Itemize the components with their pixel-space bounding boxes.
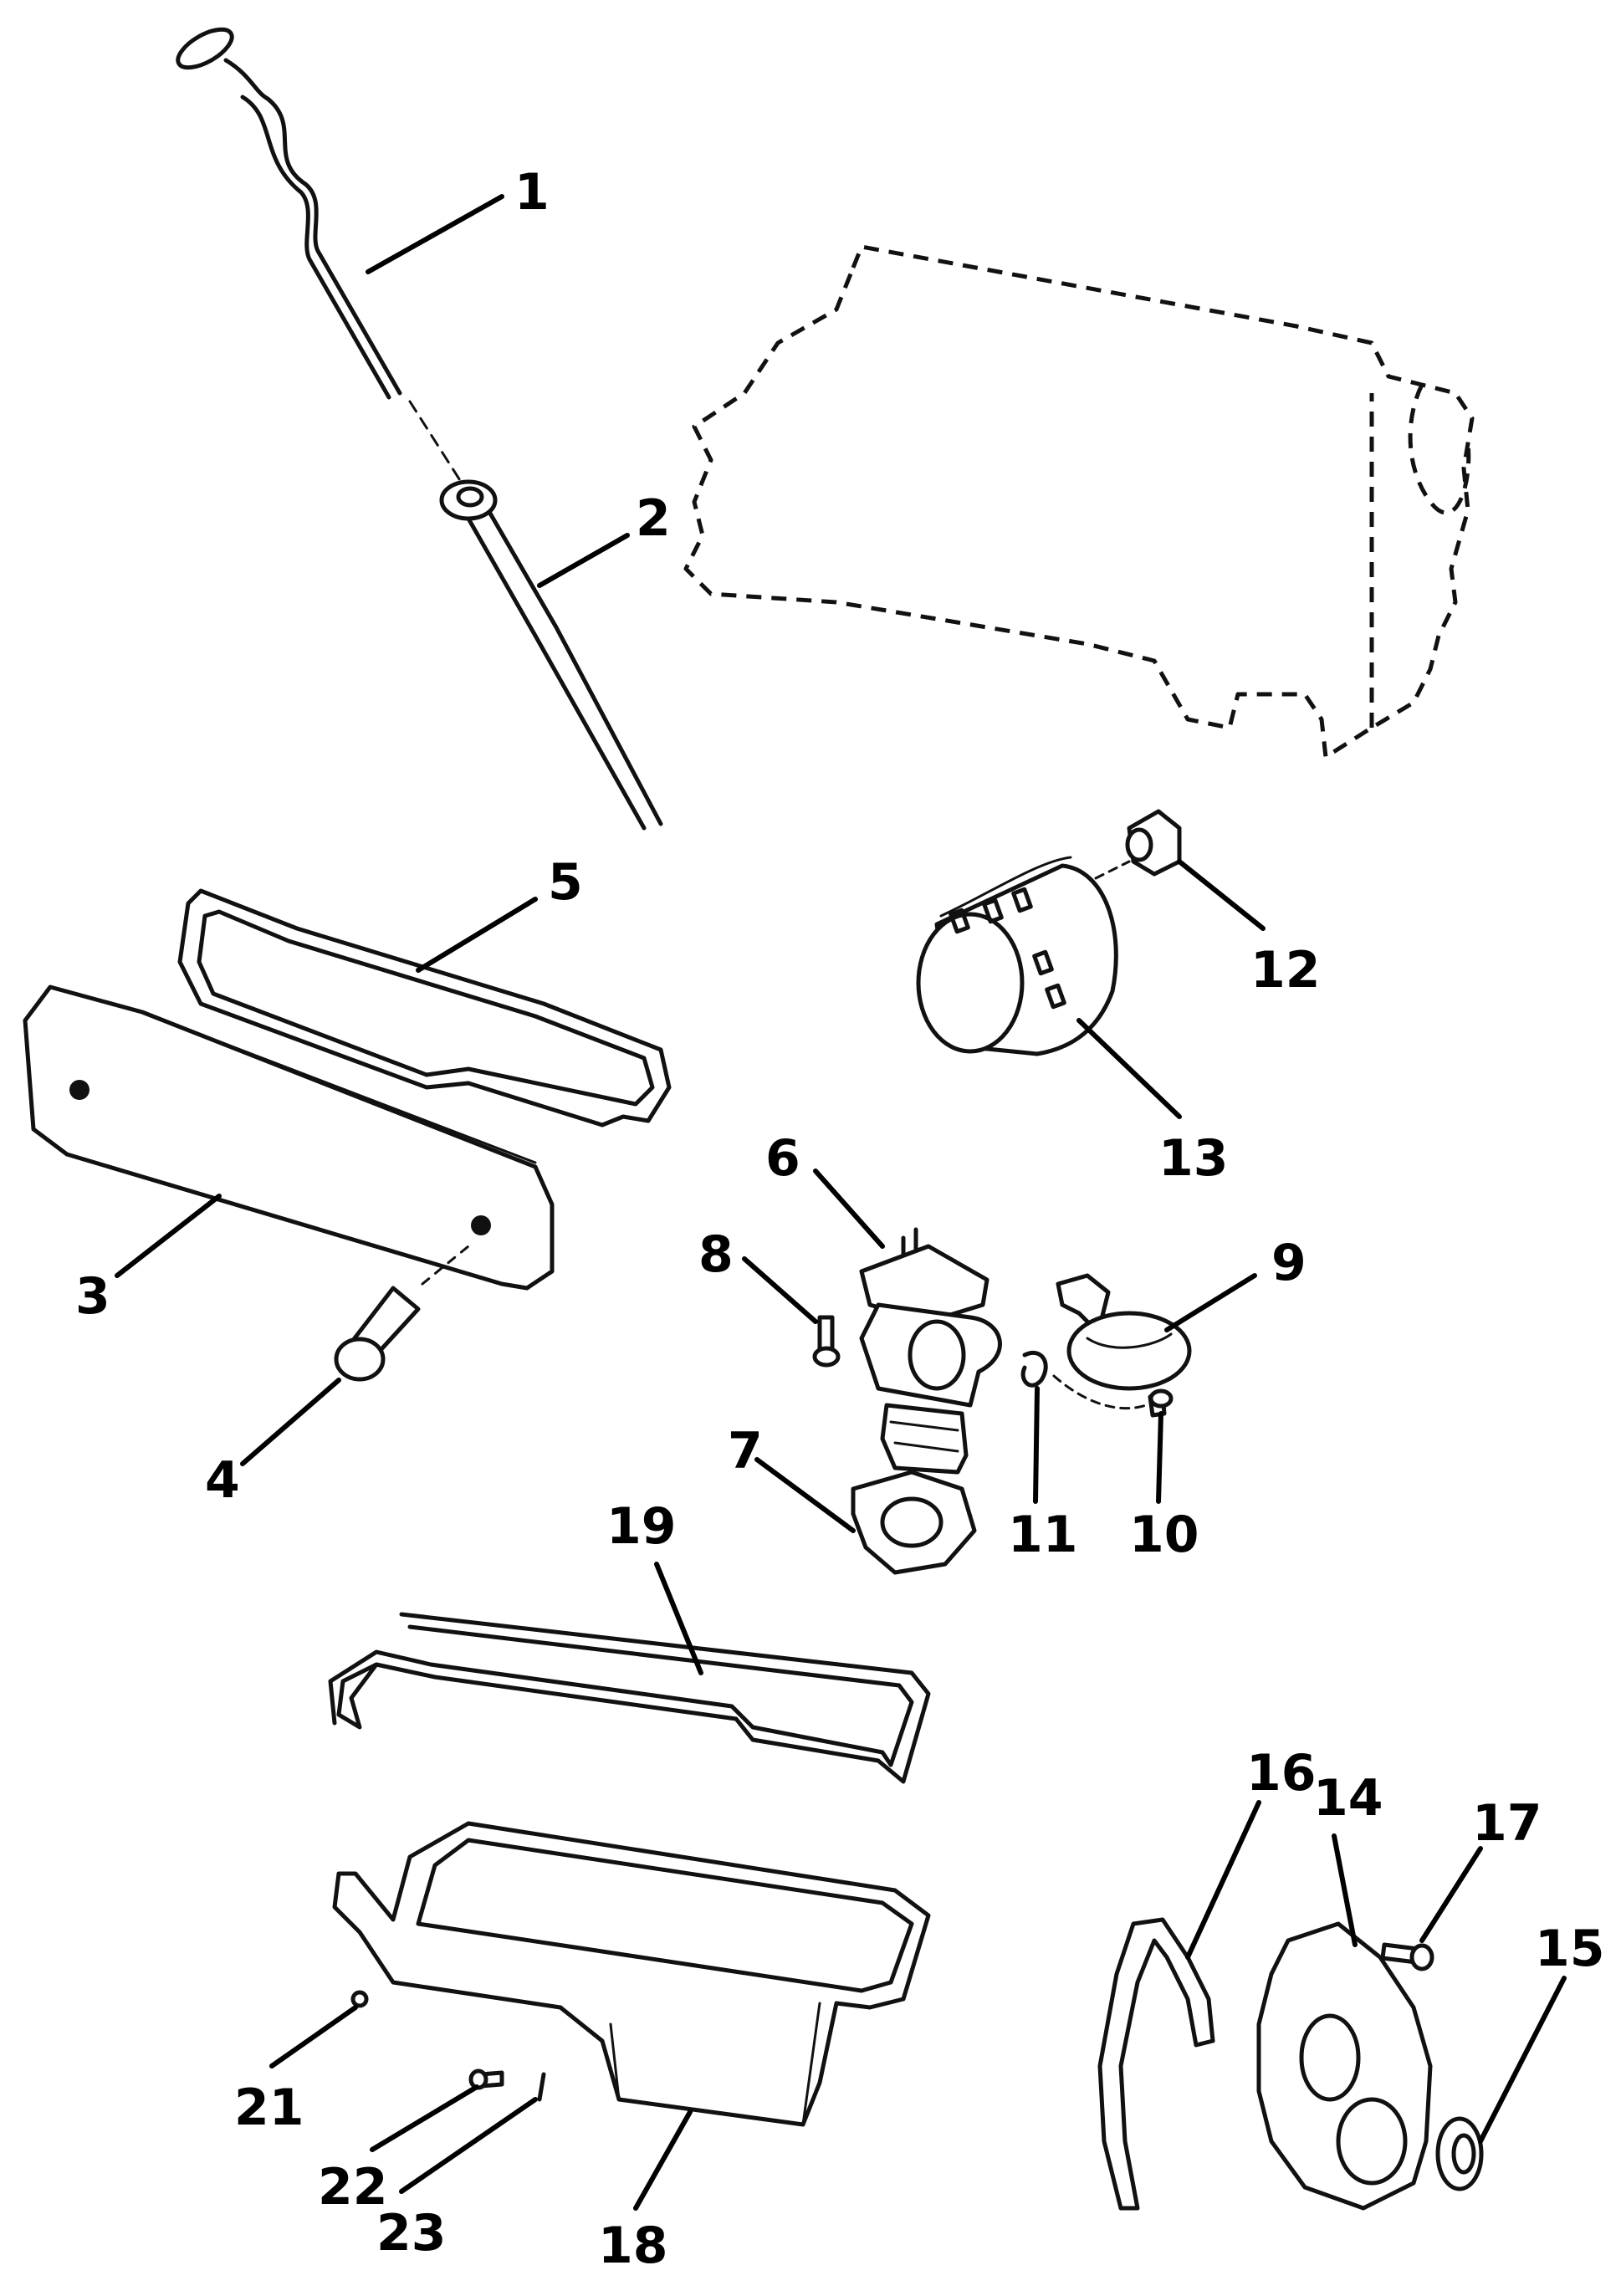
valve-cover-bolt [334,1245,470,1382]
valve-cover-gasket [177,888,672,1128]
callout-7: 7 [728,1422,763,1480]
leader-8 [742,1256,818,1324]
callout-12: 12 [1250,941,1321,1000]
callout-2: 2 [636,489,671,548]
crankshaft-seal [1435,2116,1484,2191]
callout-8: 8 [698,1225,734,1284]
dipstick [176,27,402,400]
callout-10: 10 [1129,1506,1199,1564]
leader-23 [399,2097,538,2194]
leader-18 [633,2109,693,2211]
leader-2 [537,533,630,588]
pump-gasket [851,1470,977,1575]
callout-16: 16 [1246,1744,1317,1803]
leader-10 [1156,1411,1163,1504]
callout-18: 18 [598,2217,668,2275]
oil-pickup-screen [1056,1273,1192,1391]
leader-15 [1478,1976,1567,2144]
leader-5 [416,897,538,973]
callout-1: 1 [514,163,550,222]
callout-labels: 1 2 3 4 5 6 7 8 9 10 11 12 13 14 15 16 1… [75,163,1605,2275]
callout-11: 11 [1008,1506,1078,1564]
leader-7 [754,1457,856,1533]
leader-1 [366,194,504,274]
leader-9 [1164,1273,1257,1332]
leader-3 [115,1194,222,1278]
leader-16 [1185,1800,1261,1960]
callout-13: 13 [1158,1129,1229,1188]
callout-23: 23 [376,2204,447,2263]
callout-3: 3 [75,1267,110,1326]
timing-cover-bolt [1380,1942,1434,1971]
dipstick-tube [408,400,663,831]
drain-plug-and-fasteners [350,1990,546,2102]
valve-cover [23,984,555,1291]
leader-14 [1332,1833,1358,1947]
leader-4 [240,1378,341,1466]
timing-cover [1256,1921,1433,2211]
pickup-bolt [1148,1388,1174,1418]
engine-block-outline [683,244,1475,759]
callout-15: 15 [1535,1920,1605,1978]
leader-19 [654,1562,703,1675]
callout-6: 6 [765,1129,800,1188]
leader-12 [1177,859,1266,931]
oil-pan-gasket [328,1612,931,1784]
leader-13 [1076,1018,1182,1119]
callout-17: 17 [1472,1794,1542,1853]
callout-19: 19 [606,1497,677,1556]
leader-6 [813,1168,885,1249]
leader-22 [370,2084,479,2152]
oil-filter [916,856,1118,1056]
callout-4: 4 [205,1451,240,1510]
pump-screw [812,1315,841,1368]
filter-adapter-fitting [1094,809,1182,880]
leader-17 [1419,1846,1483,1943]
oil-pump [859,1227,1002,1475]
oil-pan [332,1821,931,2127]
callout-14: 14 [1313,1769,1383,1828]
callout-21: 21 [234,2079,304,2137]
pickup-clip [1020,1350,1148,1410]
leader-11 [1033,1386,1040,1504]
leader-lines [115,194,1567,2211]
callout-5: 5 [548,853,583,912]
timing-cover-seal [1097,1917,1215,2211]
leader-21 [269,2005,358,2068]
callout-22: 22 [318,2158,388,2217]
callout-9: 9 [1271,1234,1307,1292]
